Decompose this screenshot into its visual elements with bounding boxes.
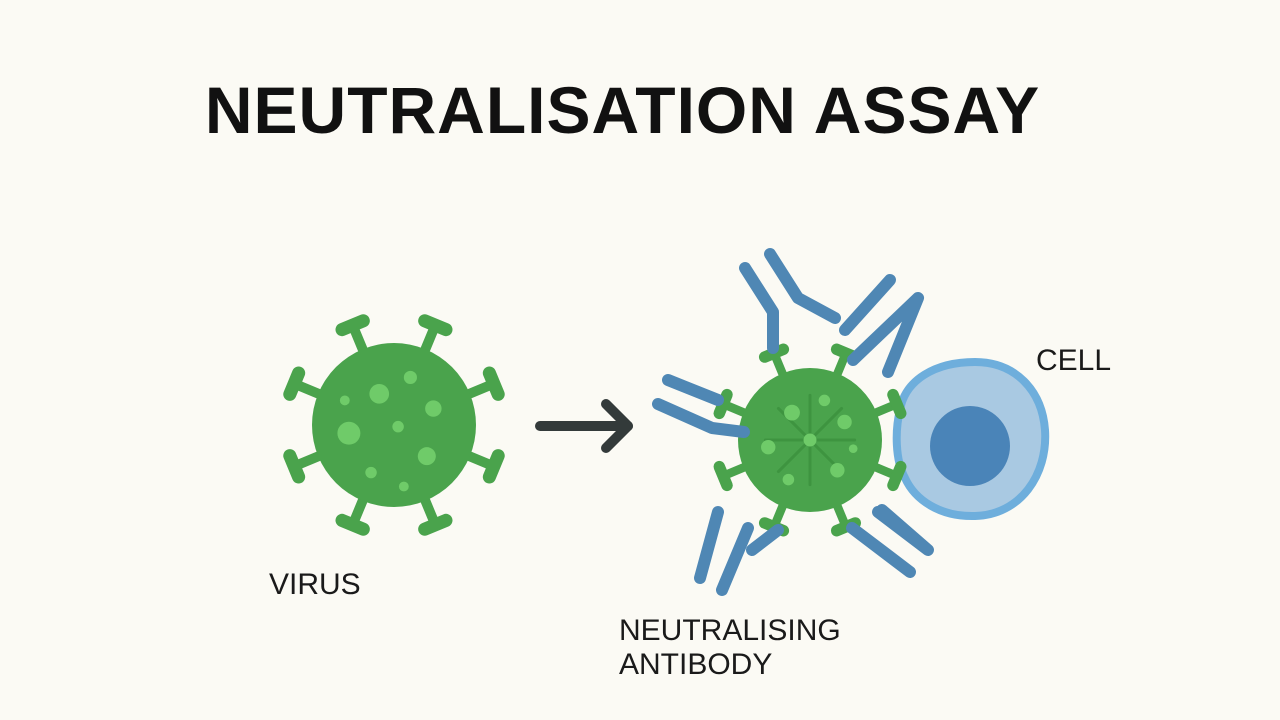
antibody-icon xyxy=(652,374,750,438)
antibody-icon xyxy=(694,506,754,596)
neutralised-virus-icon xyxy=(713,343,907,537)
cell-nucleus xyxy=(930,406,1010,486)
arrow-right-icon xyxy=(535,399,633,453)
antibody-label-line2: ANTIBODY xyxy=(619,648,773,681)
virus-label: VIRUS xyxy=(269,568,361,601)
antibody-icon xyxy=(839,274,924,378)
cell-icon xyxy=(892,357,1050,521)
antibody-group xyxy=(652,248,934,596)
virus-icon xyxy=(283,314,505,536)
antibody-icon xyxy=(746,524,784,556)
antibody-icon xyxy=(739,248,841,354)
antibody-label: NEUTRALISING ANTIBODY xyxy=(619,614,841,682)
antibody-icon xyxy=(846,504,934,578)
cell-label: CELL xyxy=(1036,344,1112,377)
diagram-title: NEUTRALISATION ASSAY xyxy=(204,73,1041,147)
antibody-label-line1: NEUTRALISING xyxy=(619,614,841,647)
